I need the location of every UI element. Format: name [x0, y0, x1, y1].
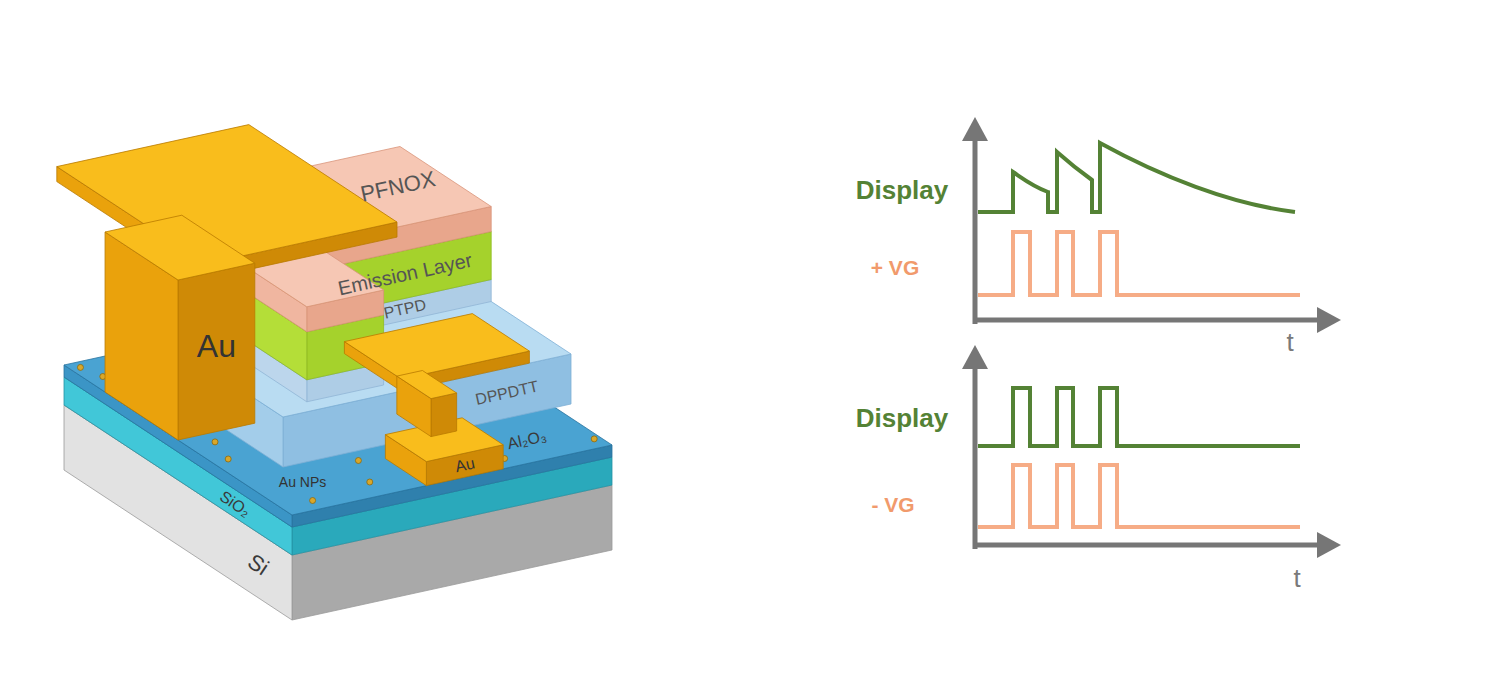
source-electrode-block — [105, 215, 255, 440]
axis-label: t — [1293, 564, 1300, 593]
material-label: Al₂O₃ — [506, 427, 548, 453]
axis-arrowhead — [962, 345, 988, 369]
layer-label: PTPD — [382, 296, 427, 322]
nanoparticle-dot — [212, 439, 218, 445]
timing-charts — [962, 117, 1341, 558]
layer-side — [431, 393, 457, 437]
nanoparticle-dot — [367, 479, 373, 485]
nanoparticle-dot — [225, 456, 231, 462]
nanoparticle-dot — [310, 498, 316, 504]
nanoparticle-dot — [77, 364, 83, 370]
gate-voltage-label: + VG — [871, 256, 919, 279]
display-trace — [978, 143, 1295, 212]
signal-label: Display — [856, 176, 949, 205]
axis-line — [973, 364, 978, 549]
device-stack — [57, 125, 612, 620]
material-label: SiO₂ — [216, 487, 253, 520]
axis-label: t — [1286, 328, 1293, 357]
axis-arrowhead — [1317, 532, 1341, 558]
display-trace — [978, 388, 1300, 446]
drain-electrode-top — [344, 314, 529, 392]
axis-arrowhead — [1317, 307, 1341, 333]
material-label: Si — [243, 549, 273, 580]
layer-top — [105, 215, 255, 280]
layer-label: DPPDTT — [474, 378, 540, 409]
nanoparticle-label: Au NPs — [279, 475, 326, 490]
gate-pulse-trace — [978, 465, 1300, 527]
axis-line — [973, 543, 1322, 548]
axis-line — [973, 318, 1322, 323]
gate-pulse-trace — [978, 232, 1300, 295]
layer-top — [344, 314, 529, 380]
layer-side — [178, 263, 255, 440]
gate-voltage-label: - VG — [871, 493, 914, 516]
signal-label: Display — [856, 404, 949, 433]
drain-electrode-neck — [397, 371, 457, 437]
layer-label: Emission Layer — [336, 249, 474, 300]
electrode-label: Au — [197, 329, 236, 364]
electrode-label: Au — [453, 455, 476, 476]
layer-label: PFNOX — [358, 167, 437, 207]
nanoparticle-dot — [591, 436, 597, 442]
axis-arrowhead — [962, 117, 988, 141]
axis-line — [973, 136, 978, 324]
nanoparticle-dot — [355, 458, 361, 464]
layer-top — [397, 371, 457, 399]
